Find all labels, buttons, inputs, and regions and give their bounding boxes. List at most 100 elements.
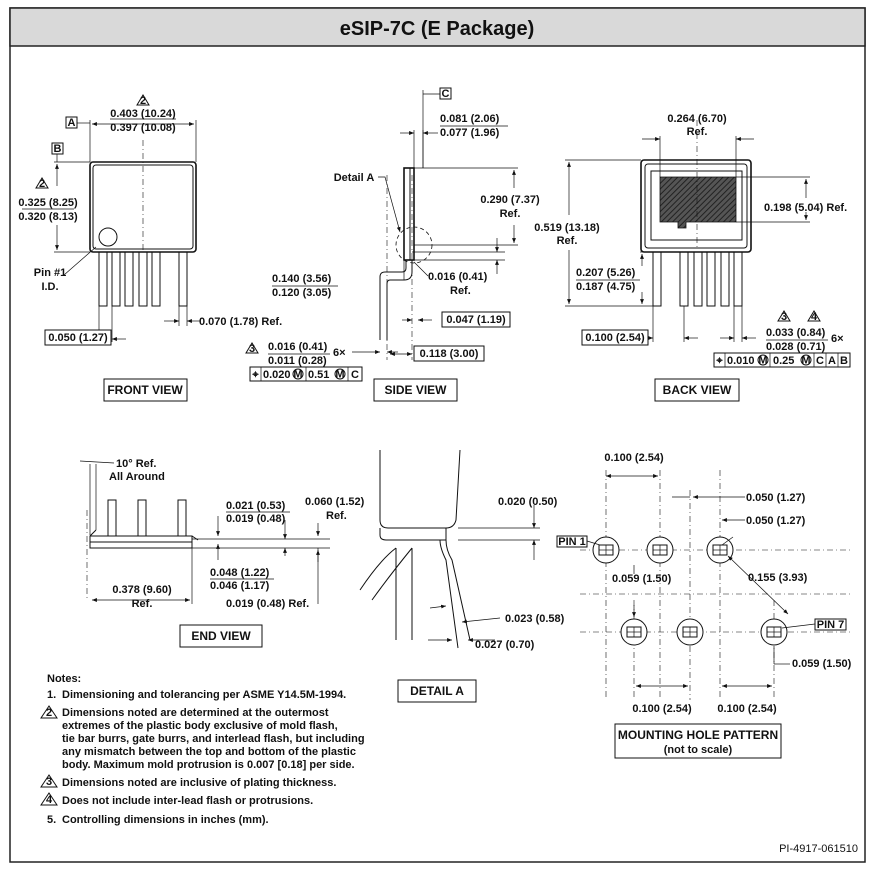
svg-text:0.010: 0.010 (727, 355, 755, 367)
svg-text:M: M (293, 369, 302, 381)
detail-d2: 0.023 (0.58) (505, 613, 565, 625)
side-mult: 6× (333, 347, 346, 359)
end-t2: 0.060 (1.52) (305, 496, 365, 508)
drawing-number: PI-4917-061510 (779, 843, 858, 855)
front-view: 0.403 (10.24) 0.397 (10.08) 2 A B 2 0.32… (18, 94, 282, 402)
svg-text:⌖: ⌖ (715, 355, 723, 367)
note-4-marker-back: 4 (811, 311, 818, 323)
end-t1-min: 0.019 (0.48) (226, 513, 286, 525)
end-t1-max: 0.021 (0.53) (226, 500, 286, 512)
back-lead-min: 0.187 (4.75) (576, 281, 636, 293)
mount-label-sub: (not to scale) (664, 744, 733, 756)
end-angle: 10° Ref. (116, 458, 156, 470)
back-lead-max: 0.207 (5.26) (576, 267, 636, 279)
back-pad-height: 0.198 (5.04) Ref. (764, 202, 847, 214)
svg-text:⌖: ⌖ (251, 369, 259, 381)
side-height: 0.290 (7.37) (480, 194, 540, 206)
end-length: 0.378 (9.60) (112, 584, 172, 596)
notes-heading: Notes: (47, 673, 81, 685)
note-3-marker-side: 3 (249, 343, 255, 355)
side-lead-width: 0.047 (1.19) (446, 314, 506, 326)
datum-c: C (442, 88, 450, 100)
front-height-min: 0.320 (8.13) (18, 211, 78, 223)
pin1-label: Pin #1 (34, 267, 66, 279)
back-pitch: 0.100 (2.54) (585, 332, 645, 344)
note-4: Does not include inter-lead flash or pro… (62, 795, 313, 807)
note-3-num: 3 (46, 776, 52, 788)
end-angle-b: All Around (109, 471, 165, 483)
end-t3-min: 0.046 (1.17) (210, 580, 270, 592)
svg-text:A: A (828, 355, 836, 367)
svg-text:B: B (840, 355, 848, 367)
side-lead-max: 0.140 (3.56) (272, 273, 332, 285)
detail-d3: 0.027 (0.70) (475, 639, 535, 651)
svg-text:C: C (816, 355, 824, 367)
svg-text:0.020: 0.020 (263, 369, 291, 381)
note-2-num: 2 (46, 707, 52, 719)
datum-a: A (68, 117, 76, 129)
svg-text:0.51: 0.51 (308, 369, 329, 381)
note-5: Controlling dimensions in inches (mm). (62, 814, 269, 826)
detail-d1: 0.020 (0.50) (498, 496, 558, 508)
detail-a-view-label: DETAIL A (410, 684, 464, 698)
side-thick-max: 0.081 (2.06) (440, 113, 500, 125)
note-1: Dimensioning and tolerancing per ASME Y1… (62, 689, 346, 701)
note-2-marker: 2 (140, 95, 146, 107)
side-thick-min: 0.077 (1.96) (440, 127, 500, 139)
note-2-l5: body. Maximum mold protrusion is 0.007 [… (62, 759, 355, 771)
pin1-label-b: I.D. (41, 281, 58, 293)
back-pin-w-min: 0.028 (0.71) (766, 341, 826, 353)
side-lead-thk: 0.016 (0.41) (428, 271, 488, 283)
note-2-marker-h: 2 (39, 178, 45, 190)
end-length-ref: Ref. (132, 598, 153, 610)
back-height: 0.519 (13.18) (534, 222, 600, 234)
back-mult: 6× (831, 333, 844, 345)
mount-dia-left: 0.059 (1.50) (612, 573, 672, 585)
mount-dia-right: 0.059 (1.50) (792, 658, 852, 670)
end-t3-max: 0.048 (1.22) (210, 567, 270, 579)
svg-text:M: M (758, 355, 767, 367)
back-fcf: ⌖ 0.010 M 0.25 M C A B (713, 352, 851, 368)
back-view: 0.264 (6.70) Ref. 0.198 (5.04) Ref. 0.51… (534, 113, 851, 402)
note-2-l1: Dimensions noted are determined at the o… (62, 707, 329, 719)
side-fcf: ⌖ 0.020 M 0.51 M C (249, 366, 363, 382)
pin1-id-circle (98, 227, 118, 247)
back-height-ref: Ref. (557, 235, 578, 247)
svg-text:C: C (351, 369, 359, 381)
mount-pitch-b2: 0.100 (2.54) (717, 703, 777, 715)
side-view: Detail A C 0.081 (2.06) 0.077 (1.96) 0.2… (245, 87, 540, 402)
detail-a-label: Detail A (334, 172, 375, 184)
note-2-l2: extremes of the plastic body exclusive o… (62, 720, 338, 732)
notes: Notes: 1. Dimensioning and tolerancing p… (40, 673, 365, 826)
front-view-label: FRONT VIEW (107, 383, 183, 397)
side-height-ref: Ref. (500, 208, 521, 220)
side-view-label: SIDE VIEW (384, 383, 447, 397)
detail-a-view: 0.020 (0.50) 0.023 (0.58) 0.027 (0.70) D… (359, 449, 565, 703)
svg-text:0.25: 0.25 (773, 355, 794, 367)
title-bar (9, 7, 866, 47)
front-pin-width: 0.070 (1.78) Ref. (199, 316, 282, 328)
mount-label: MOUNTING HOLE PATTERN (618, 728, 778, 742)
front-width-min: 0.397 (10.08) (110, 122, 176, 134)
side-lead-thk-ref: Ref. (450, 285, 471, 297)
exposed-pad (659, 176, 737, 229)
note-4-num: 4 (46, 794, 53, 806)
svg-text:M: M (801, 355, 810, 367)
svg-text:M: M (335, 369, 344, 381)
note-2-l4: any mismatch between the top and bottom … (62, 746, 356, 758)
datum-b: B (54, 143, 62, 155)
side-pin-thk-max: 0.016 (0.41) (268, 341, 328, 353)
mount-pitch-top: 0.100 (2.54) (604, 452, 664, 464)
side-span: 0.118 (3.00) (420, 348, 479, 360)
end-t2-ref: Ref. (326, 510, 347, 522)
end-view-label: END VIEW (191, 629, 251, 643)
note-3: Dimensions noted are inclusive of platin… (62, 777, 336, 789)
mount-pitch-b1: 0.100 (2.54) (632, 703, 692, 715)
mount-pin1: PIN 1 (558, 536, 586, 548)
mount-off1: 0.050 (1.27) (746, 492, 806, 504)
note-5-num: 5. (47, 814, 56, 826)
front-height-max: 0.325 (8.25) (18, 197, 78, 209)
side-lead-min: 0.120 (3.05) (272, 287, 332, 299)
mounting-holes (592, 536, 788, 646)
